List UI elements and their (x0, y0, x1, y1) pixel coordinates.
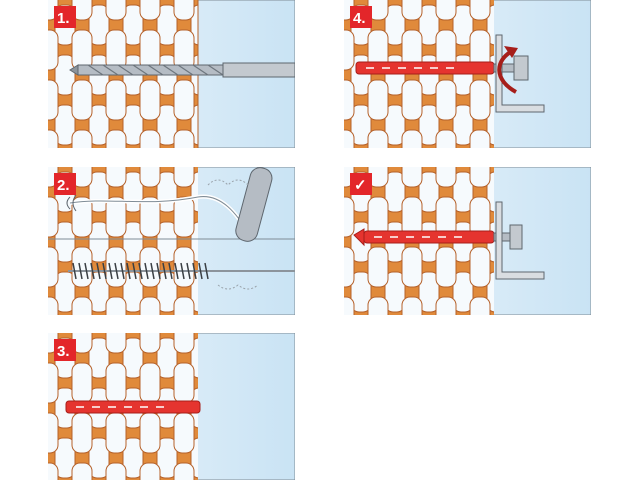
step-2-label: 2. (57, 177, 70, 194)
step-badge: 3. (54, 339, 76, 361)
anchor-icon (355, 61, 523, 75)
anchor-icon (65, 400, 201, 414)
step-1-diagram: 1. (48, 0, 295, 148)
step-4-diagram: 4. (344, 0, 591, 148)
step-4-label: 4. (353, 10, 366, 27)
rotate-arrow-icon (497, 46, 518, 94)
cleaning-brush-icon (68, 262, 295, 290)
step-badge: ✓ (350, 173, 372, 195)
step-3-diagram: 3. (48, 333, 295, 480)
step-3-panel: 3. (48, 333, 295, 480)
blow-pump-icon (66, 167, 273, 242)
step-badge: 4. (350, 6, 372, 28)
step-1-panel: 1. (48, 0, 295, 148)
step-1-label: 1. (57, 10, 70, 27)
bracket-icon (495, 34, 545, 113)
anchor-icon (353, 228, 517, 247)
step-3-label: 3. (57, 343, 70, 360)
step-4-panel: 4. (344, 0, 591, 148)
step-badge: 2. (54, 173, 76, 195)
step-2-diagram: 2. (48, 167, 295, 315)
step-2-panel: 2. (48, 167, 295, 315)
step-badge: 1. (54, 6, 76, 28)
step-done-panel: ✓ (344, 167, 591, 315)
drill-bit-icon (69, 62, 295, 78)
bracket-icon (495, 201, 545, 280)
step-done-diagram: ✓ (344, 167, 591, 315)
done-checkmark-label: ✓ (354, 177, 367, 194)
